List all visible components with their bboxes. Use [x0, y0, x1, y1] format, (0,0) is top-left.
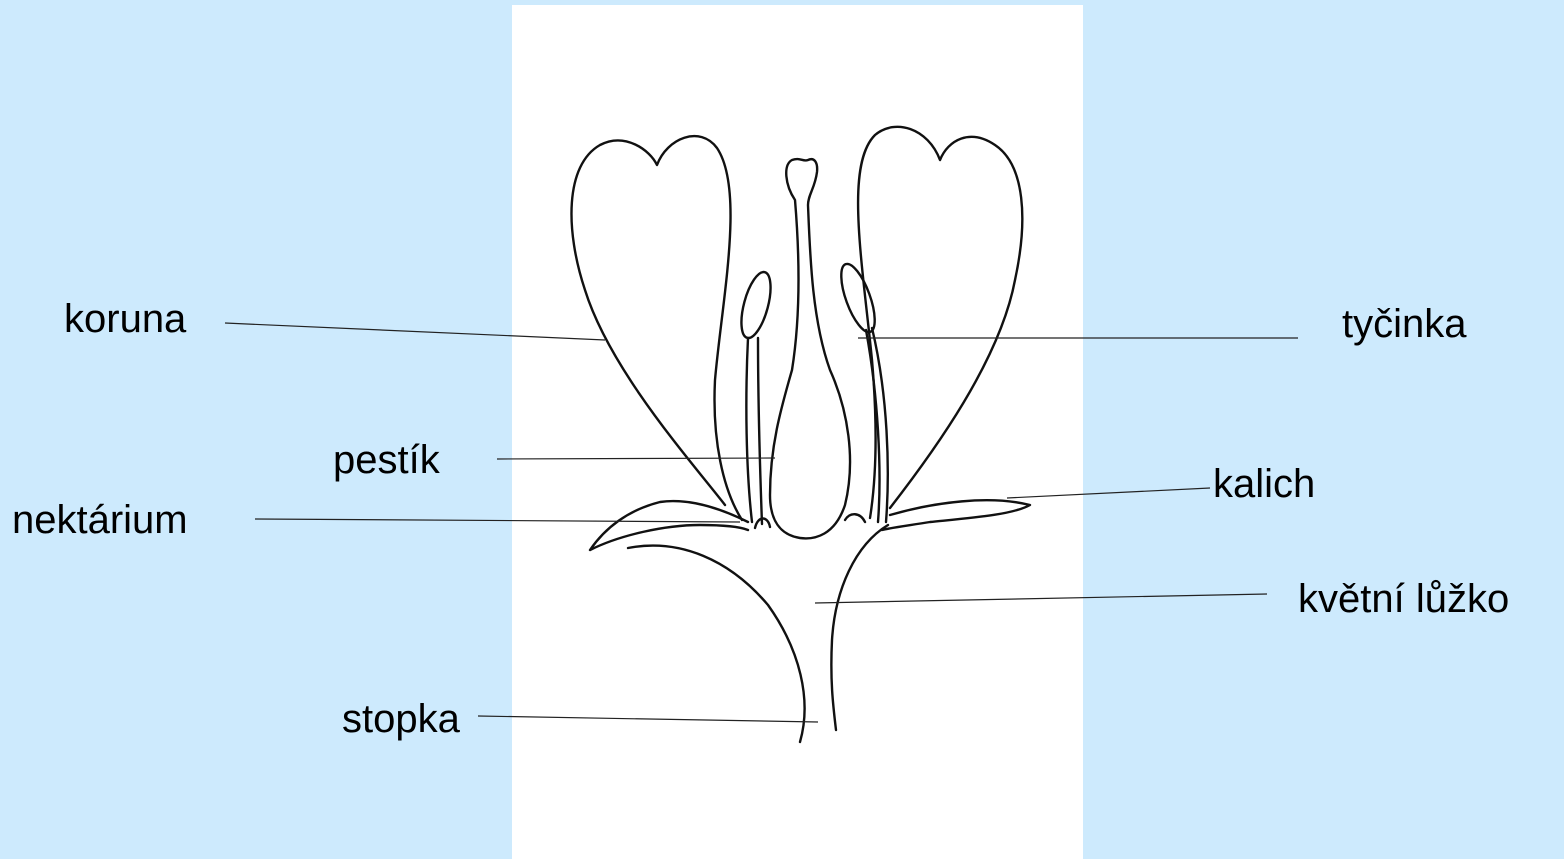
- leader-pestik: [497, 458, 775, 459]
- flower-drawing: [571, 127, 1030, 742]
- label-pestik: pestík: [333, 437, 440, 483]
- right-sepal: [882, 500, 1030, 530]
- leader-koruna: [225, 323, 605, 340]
- left-sepal: [590, 501, 748, 550]
- left-anther: [736, 269, 777, 341]
- right-petal: [858, 127, 1022, 518]
- receptacle-right-edge: [831, 525, 888, 730]
- label-nektarium: nektárium: [12, 497, 188, 543]
- left-petal: [571, 136, 742, 520]
- left-filament: [746, 338, 762, 524]
- leader-kalich: [1007, 488, 1210, 498]
- leader-stopka: [478, 716, 818, 722]
- label-koruna: koruna: [64, 296, 186, 342]
- leader-kvetni-luzko: [815, 594, 1267, 603]
- pistil: [770, 159, 850, 538]
- receptacle-left-edge: [628, 546, 805, 742]
- label-kvetni-luzko: květní lůžko: [1298, 576, 1509, 622]
- label-kalich: kalich: [1213, 461, 1315, 507]
- right-nectary: [845, 514, 865, 522]
- label-tycinka: tyčinka: [1342, 301, 1467, 347]
- right-filament: [866, 328, 888, 522]
- right-anther: [834, 260, 881, 336]
- label-stopka: stopka: [342, 696, 460, 742]
- leader-nektarium: [255, 519, 740, 522]
